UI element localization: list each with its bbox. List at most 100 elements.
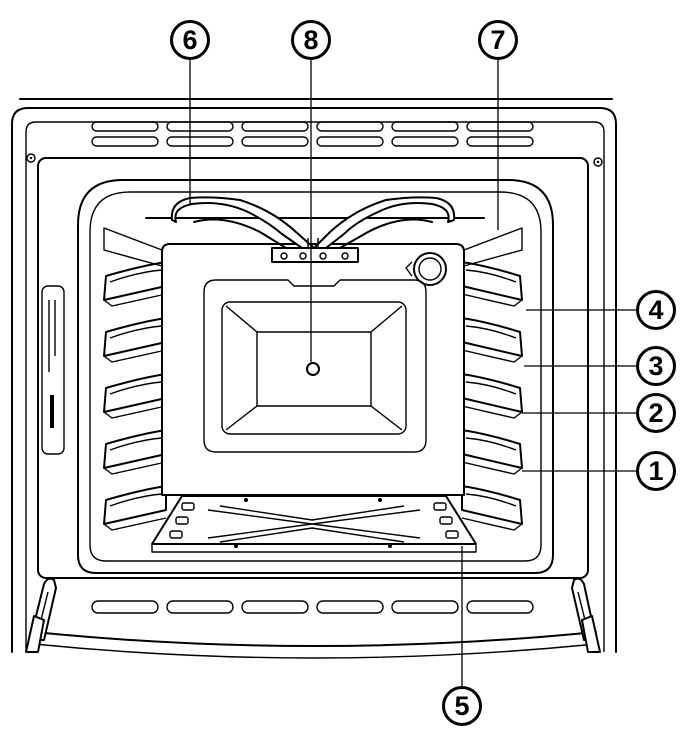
fan-cover-diag-3 <box>225 405 258 431</box>
rack-rail-right-groove <box>465 325 517 339</box>
callout-1: 1 <box>636 451 676 491</box>
bracket-hole-3 <box>319 252 327 260</box>
callout-4: 4 <box>636 290 676 330</box>
rack-rail-right-groove <box>465 381 517 395</box>
rack-rail-left-groove <box>109 325 163 339</box>
hinge-right <box>571 577 601 653</box>
bottom-vents <box>91 600 534 614</box>
rack-top-right <box>463 227 523 267</box>
top-vent-slot <box>241 121 309 132</box>
lower-panel-curve-2 <box>33 643 597 659</box>
callout-ring <box>636 290 676 330</box>
callout-number: 6 <box>182 24 198 55</box>
oven-face <box>37 157 589 579</box>
bottom-cover-lip <box>151 544 477 553</box>
fan-cover-diag-1 <box>225 305 258 333</box>
callout-ring <box>636 346 676 386</box>
callout-3: 3 <box>636 346 676 386</box>
back-wall-panel <box>161 243 465 496</box>
bottom-cover-slot <box>433 502 447 511</box>
bracket-hole-2 <box>299 252 307 260</box>
screw-right-center <box>596 160 600 164</box>
callout-number: 5 <box>454 690 470 721</box>
callout-7: 7 <box>478 20 518 60</box>
screw-left <box>26 153 36 163</box>
rack-rail-left-groove <box>109 381 163 395</box>
fan-cover-frame <box>221 301 407 435</box>
rack-rail-right-edge <box>461 405 523 419</box>
callout-8: 8 <box>291 20 331 60</box>
callout-ring <box>442 686 482 726</box>
bottom-cover-slot <box>175 516 189 525</box>
top-vents <box>91 121 534 147</box>
bottom-cover-rivet <box>234 544 238 548</box>
rack-rail-right-edge <box>461 293 523 307</box>
callout-ring <box>478 20 518 60</box>
rack-rail-right-groove <box>465 437 517 451</box>
rack-rail-left-groove <box>109 437 163 451</box>
top-vent-slot <box>316 136 384 147</box>
bottom-cover-x-brace <box>207 509 421 539</box>
callout-2: 2 <box>636 393 676 433</box>
upper-element-right-inner <box>339 218 433 249</box>
callout-ring <box>170 20 210 60</box>
top-vent-slot <box>91 121 159 132</box>
rack-rail-right-edge <box>461 461 523 475</box>
rack-rail-left-edge <box>103 405 167 419</box>
rack-top-left <box>103 227 163 267</box>
lower-panel-curve <box>33 631 597 647</box>
fan-cover-center <box>256 331 372 407</box>
upper-element-left-loop <box>170 196 315 249</box>
rack-rail-left-groove <box>109 269 163 283</box>
fan-cover-diag-2 <box>370 305 403 333</box>
top-vent-slot <box>391 136 459 147</box>
bottom-cover-rivet <box>244 498 248 502</box>
oven-cavity-outer <box>77 179 554 574</box>
callout-number: 8 <box>303 24 319 55</box>
rack-rail-right-edge <box>461 517 523 531</box>
element-bracket <box>271 247 359 263</box>
rack-rail-left-edge <box>103 349 167 363</box>
bottom-vent-slot <box>91 600 159 614</box>
bottom-vent-slot <box>166 600 234 614</box>
callout-5: 5 <box>442 686 482 726</box>
rack-rail-right-edge <box>461 349 523 363</box>
bottom-cover-rivet <box>388 544 392 548</box>
rack-rail-left-groove <box>109 493 163 507</box>
upper-element-left-inner <box>193 218 287 249</box>
oven-frame <box>11 107 617 653</box>
callout-ring <box>636 451 676 491</box>
rack-rail-left-edge <box>103 461 167 475</box>
top-vent-slot <box>391 121 459 132</box>
bottom-cover-rivet <box>378 498 382 502</box>
callout-number: 2 <box>648 397 664 428</box>
bottom-vent-slot <box>391 600 459 614</box>
rack-rail-right-groove <box>465 493 517 507</box>
oven-cavity-inner <box>89 191 542 562</box>
upper-element-right-loop <box>313 196 456 249</box>
oven-frame-inner <box>25 121 605 652</box>
top-vent-slot <box>166 121 234 132</box>
callout-number: 4 <box>648 294 664 325</box>
screw-left-center <box>29 156 33 160</box>
bottom-cover-slot <box>445 530 459 539</box>
fan-cover-outer <box>203 279 427 453</box>
top-vent-slot <box>466 121 534 132</box>
callout-number: 7 <box>490 24 506 55</box>
top-vent-slot <box>241 136 309 147</box>
bottom-cover-details <box>169 498 459 548</box>
top-vent-slot <box>466 136 534 147</box>
hinge-left <box>25 577 57 653</box>
rack-supports <box>103 227 523 531</box>
oven-light <box>413 252 447 286</box>
bottom-vent-slot <box>316 600 384 614</box>
rack-rail-left-edge <box>103 517 167 531</box>
top-vent-slot <box>166 136 234 147</box>
bracket-hole-4 <box>341 252 349 260</box>
callout-6: 6 <box>170 20 210 60</box>
bottom-cover-slot <box>439 516 453 525</box>
callout-ring <box>291 20 331 60</box>
callout-ring <box>636 393 676 433</box>
top-vent-slot <box>91 136 159 147</box>
